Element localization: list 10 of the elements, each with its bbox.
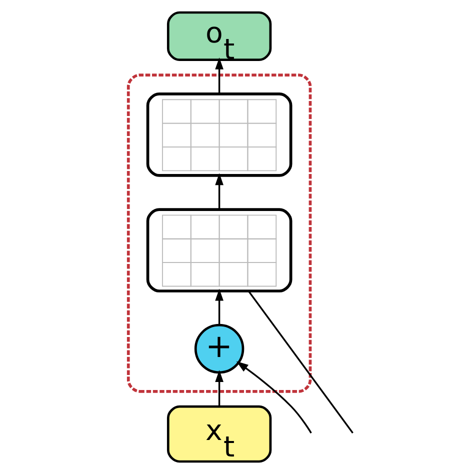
arrow [236, 361, 312, 434]
arrow [215, 57, 224, 94]
arrow [215, 288, 224, 325]
picture [146, 92, 292, 177]
picture [146, 208, 292, 292]
cluster [126, 74, 312, 393]
connector [248, 290, 354, 434]
node-circle: + [194, 324, 244, 374]
arrow [215, 370, 224, 406]
arrow [215, 173, 224, 210]
